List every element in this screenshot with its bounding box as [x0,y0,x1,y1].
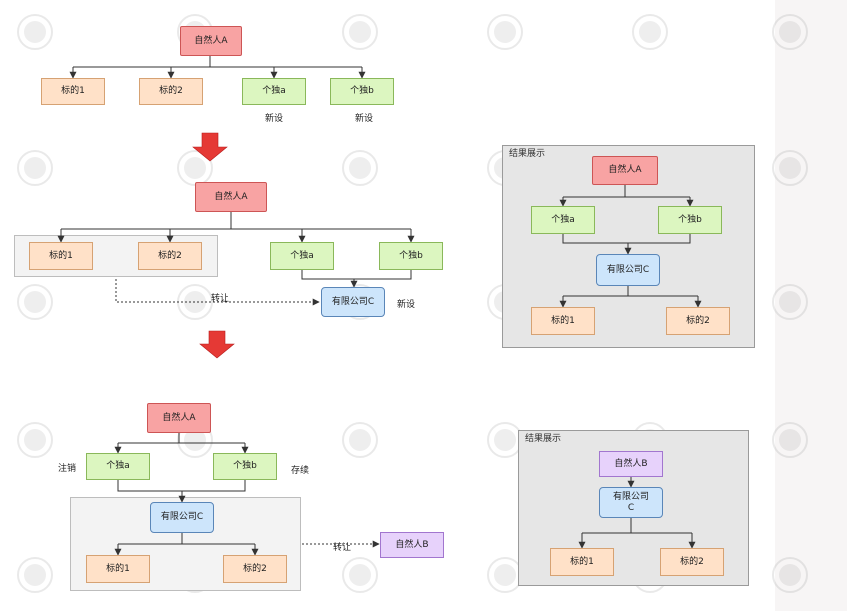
s2-transfer-label: 转让 [211,294,230,304]
s2-target-1: 标的1 [29,242,93,270]
result-panel-1-title: 结果展示 [509,149,546,159]
r2-company-c-line1: 有限公司 [612,491,649,502]
s1-new-a-label: 新设 [265,114,284,124]
s1-target-2: 标的2 [139,78,203,105]
s2-person-a: 自然人A [195,182,267,212]
watermark-seal-icon [342,557,378,593]
s3-survive-label: 存续 [291,466,310,476]
watermark-seal-icon [342,150,378,186]
watermark-seal-icon [772,422,808,458]
watermark-seal-icon [17,150,53,186]
watermark-seal-icon [487,14,523,50]
watermark-seal-icon [342,422,378,458]
s3-indiv-b: 个独b [213,453,277,480]
s3-person-a: 自然人A [147,403,211,433]
r1-indiv-b: 个独b [658,206,722,234]
s3-cancel-label: 注销 [58,464,77,474]
result-panel-2-title: 结果展示 [525,434,562,444]
s2-new-company-label: 新设 [397,300,416,310]
watermark-seal-icon [772,150,808,186]
s3-transfer-label: 转让 [333,543,352,553]
r1-indiv-a: 个独a [531,206,595,234]
s3-indiv-a: 个独a [86,453,150,480]
s1-indiv-b: 个独b [330,78,394,105]
r2-target-2: 标的2 [660,548,724,576]
s2-indiv-b: 个独b [379,242,443,270]
s2-target-2: 标的2 [138,242,202,270]
watermark-seal-icon [17,284,53,320]
r1-company-c: 有限公司C [596,254,660,286]
edge-r1-merge [562,234,691,244]
r2-company-c-line2: C [627,502,635,513]
s3-target-2: 标的2 [223,555,287,583]
r1-person-a: 自然人A [592,156,658,185]
r1-target-1: 标的1 [531,307,595,335]
watermark-seal-icon [342,14,378,50]
s3-target-1: 标的1 [86,555,150,583]
watermark-seal-icon [17,422,53,458]
s1-new-b-label: 新设 [355,114,374,124]
s2-indiv-a: 个独a [270,242,334,270]
edge-s2-merge [301,270,412,280]
edge-s3-merge [117,480,246,492]
watermark-seal-icon [17,557,53,593]
r2-target-1: 标的1 [550,548,614,576]
r1-target-2: 标的2 [666,307,730,335]
watermark-seal-icon [772,14,808,50]
s1-indiv-a: 个独a [242,78,306,105]
red-down-arrow-icon [192,132,228,162]
watermark-seal-icon [772,284,808,320]
watermark-seal-icon [17,14,53,50]
r2-company-c: 有限公司 C [599,487,663,518]
right-side-panel [775,0,847,611]
s2-company-c: 有限公司C [321,287,385,317]
red-down-arrow-icon [199,330,235,359]
s3-person-b: 自然人B [380,532,444,558]
s1-target-1: 标的1 [41,78,105,105]
watermark-seal-icon [632,14,668,50]
r2-person-b: 自然人B [599,451,663,477]
watermark-seal-icon [772,557,808,593]
s1-person-a: 自然人A [180,26,242,56]
s3-company-c: 有限公司C [150,502,214,533]
